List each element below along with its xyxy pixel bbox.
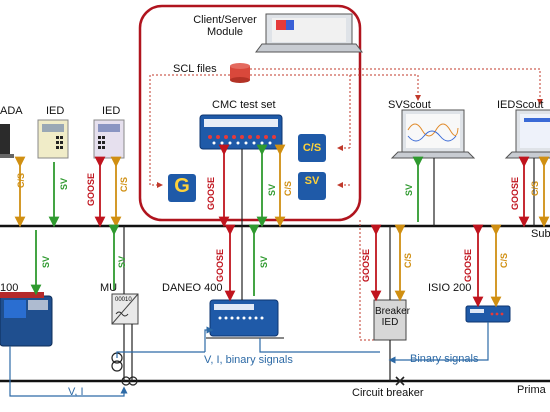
cs-box-letter: C/S bbox=[302, 142, 322, 154]
iedscout-goose-label: GOOSE bbox=[510, 176, 520, 210]
substation-bus-label: Sub bbox=[531, 228, 550, 240]
isio-goose-label: GOOSE bbox=[463, 248, 473, 282]
cmc-cs-label: C/S bbox=[283, 180, 293, 196]
client-server-module-frame bbox=[138, 4, 362, 222]
scl-dotted-links bbox=[149, 68, 543, 341]
client-server-module-label: Client/Server Module bbox=[193, 14, 257, 38]
scada-monitor-icon bbox=[0, 124, 14, 158]
cpc-sv-label: SV bbox=[41, 255, 51, 268]
ied1-sv-label: SV bbox=[59, 177, 69, 190]
isio-200-device bbox=[465, 305, 511, 323]
process-bus-label: Prima bbox=[517, 384, 546, 396]
circuit-breaker-symbol bbox=[395, 376, 405, 386]
isio-cs-label: C/S bbox=[499, 252, 509, 268]
iedscout-cs-label: C/S bbox=[530, 180, 540, 196]
sv-module-box bbox=[298, 172, 326, 200]
circuit-breaker-label: Circuit breaker bbox=[352, 387, 424, 399]
binary-signals-label: Binary signals bbox=[410, 353, 479, 365]
mu-code-label: 00010 bbox=[115, 297, 132, 303]
scl-files-label: SCL files bbox=[173, 63, 217, 75]
signal-lines bbox=[9, 322, 489, 397]
ied2-cs-label: C/S bbox=[119, 176, 129, 192]
ied-1-device bbox=[37, 119, 69, 159]
ied-2-label: IED bbox=[102, 105, 121, 117]
iedscout-laptop-icon bbox=[504, 109, 550, 159]
cmc-goose-label: GOOSE bbox=[206, 176, 216, 210]
ied-1-label: IED bbox=[46, 105, 65, 117]
daneo-400-label: DANEO 400 bbox=[162, 282, 223, 294]
protocol-arrows bbox=[14, 144, 550, 308]
client-server-laptop-icon bbox=[255, 13, 363, 53]
breaker-cs-label: C/S bbox=[403, 252, 413, 268]
scada-label: ADA bbox=[0, 105, 23, 117]
daneo-goose-label: GOOSE bbox=[215, 248, 225, 282]
daneo-400-device bbox=[206, 299, 284, 339]
vi-label: V, I bbox=[68, 386, 84, 398]
cpc-100-device bbox=[0, 292, 53, 347]
vi-binary-signals-label: V, I, binary signals bbox=[204, 354, 293, 366]
breaker-ied-label: Breaker IED bbox=[375, 306, 411, 328]
merging-unit-device bbox=[111, 293, 139, 325]
cmc-sv-label: SV bbox=[267, 183, 277, 196]
svscout-label: SVScout bbox=[388, 99, 431, 111]
mu-label: MU bbox=[100, 282, 118, 294]
breaker-goose-label: GOOSE bbox=[361, 248, 371, 282]
daneo-sv-label: SV bbox=[259, 255, 269, 268]
svscout-sv-label: SV bbox=[404, 183, 414, 196]
scl-files-icon bbox=[230, 63, 250, 83]
breaker-ied-box bbox=[373, 299, 407, 341]
goose-box-letter: G bbox=[174, 175, 190, 197]
cpc-100-label: 100 bbox=[0, 282, 19, 294]
cmc-test-set-label: CMC test set bbox=[212, 99, 276, 111]
ied2-goose-label: GOOSE bbox=[86, 172, 96, 206]
iedscout-label: IEDScout bbox=[497, 99, 544, 111]
svscout-laptop-icon bbox=[390, 109, 476, 159]
cs-module-box bbox=[298, 134, 326, 162]
isio-200-label: ISIO 200 bbox=[428, 282, 472, 294]
goose-module-box bbox=[168, 174, 196, 202]
sv-box-letter: SV bbox=[304, 175, 320, 187]
cmc-test-set-device bbox=[199, 114, 283, 150]
scada-cs-label: C/S bbox=[16, 172, 26, 188]
ied-2-device bbox=[93, 119, 125, 159]
mu-sv-label: SV bbox=[117, 255, 127, 268]
